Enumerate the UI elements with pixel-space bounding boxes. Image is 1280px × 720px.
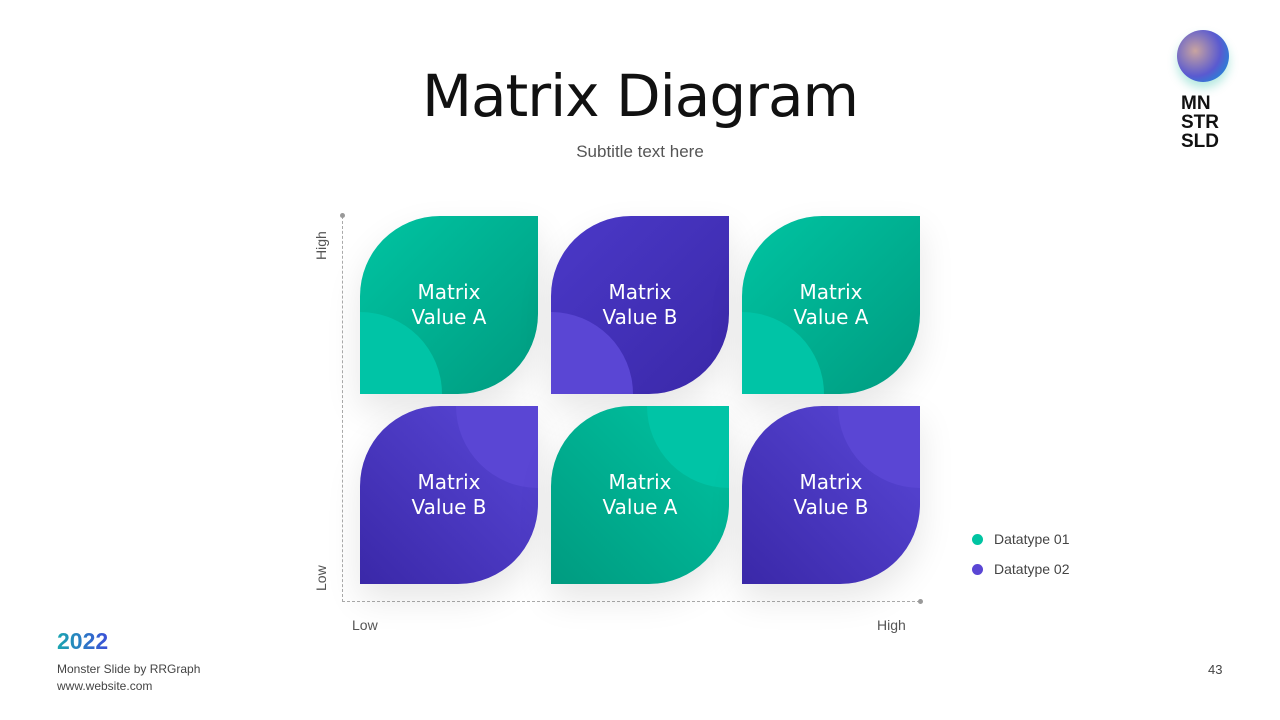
tile-label: Matrix <box>608 280 672 304</box>
tile-label: Matrix <box>417 470 481 494</box>
tile-label: Matrix <box>799 280 863 304</box>
logo-line: SLD <box>1181 131 1219 152</box>
y-axis-end-dot <box>340 213 345 218</box>
legend-dot-icon <box>972 533 983 545</box>
logo-line: MN <box>1181 93 1211 114</box>
tile-label: Matrix <box>799 470 863 494</box>
x-axis-end-dot <box>918 599 923 604</box>
page-subtitle: Subtitle text here <box>576 142 704 161</box>
tile-value: Value B <box>411 495 487 519</box>
page-number: 43 <box>1208 662 1223 677</box>
legend-label: Datatype 01 <box>994 531 1070 547</box>
legend-item: Datatype 01 <box>972 531 1070 547</box>
footer-credit: Monster Slide by RRGraph <box>57 662 201 676</box>
legend-label: Datatype 02 <box>994 561 1070 577</box>
y-axis-high-label: High <box>313 231 329 260</box>
tile-value: Value B <box>602 305 678 329</box>
tile-label: Matrix <box>608 470 672 494</box>
logo-line: STR <box>1181 112 1219 133</box>
footer-website: www.website.com <box>57 679 153 693</box>
tile-value: Value B <box>793 495 869 519</box>
logo-sphere-icon <box>1177 30 1229 82</box>
page-title: Matrix Diagram <box>421 62 859 130</box>
tile-value: Value A <box>411 305 487 329</box>
x-axis <box>342 601 920 602</box>
footer-year: 2022 <box>57 628 109 654</box>
x-axis-low-label: Low <box>352 617 378 633</box>
x-axis-high-label: High <box>877 617 906 633</box>
tile-value: Value A <box>602 495 678 519</box>
tile-value: Value A <box>793 305 869 329</box>
logo-text: MN STR SLD <box>1181 94 1219 151</box>
y-axis-low-label: Low <box>313 565 329 591</box>
legend-dot-icon <box>972 563 983 575</box>
y-axis <box>342 216 343 602</box>
tile-label: Matrix <box>417 280 481 304</box>
legend-item: Datatype 02 <box>972 561 1070 577</box>
